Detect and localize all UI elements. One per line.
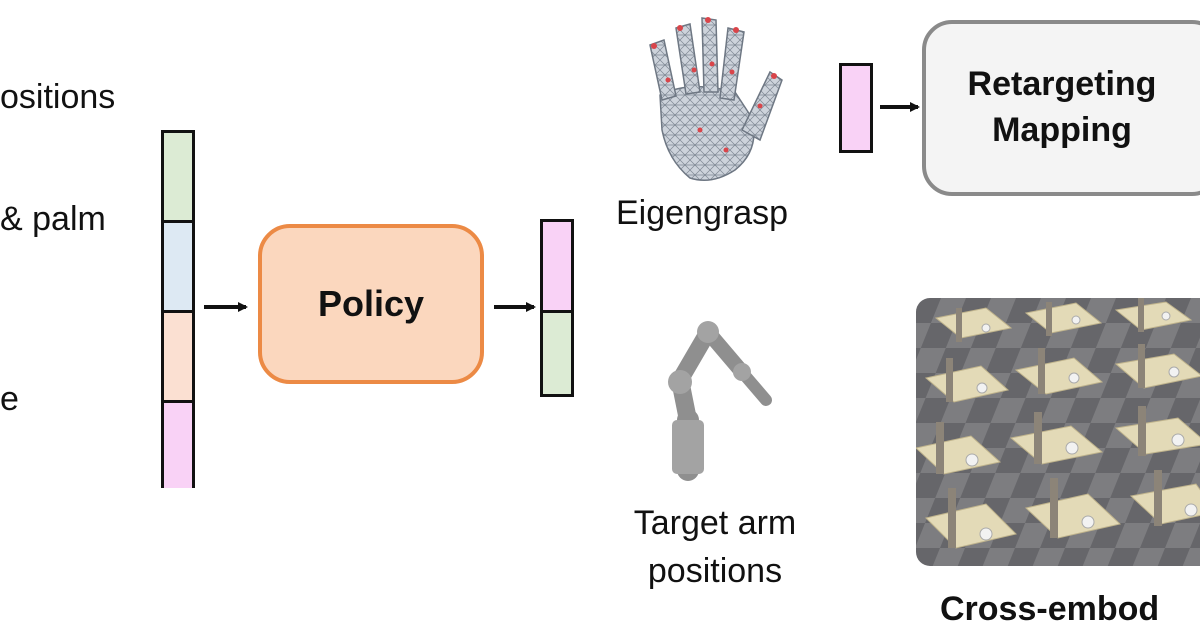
retargeting-label-line1: Retargeting bbox=[967, 65, 1157, 104]
bottom-caption: Cross-embod bbox=[940, 590, 1160, 628]
input-segment-green bbox=[164, 133, 192, 223]
retargeting-label-line2: Mapping bbox=[992, 111, 1132, 149]
output-segment-green bbox=[543, 310, 571, 394]
arm-label-line2: positions bbox=[647, 552, 783, 590]
input-segment-blue bbox=[164, 220, 192, 310]
simulation-grid-image bbox=[916, 298, 1200, 566]
input-label-4: n bbox=[0, 500, 1, 534]
output-segment-pink bbox=[543, 222, 571, 312]
eigengrasp-vector bbox=[839, 63, 873, 153]
input-label-positions: ositions bbox=[0, 78, 116, 116]
input-label-palm: & palm bbox=[0, 200, 106, 238]
policy-label: Policy bbox=[317, 283, 425, 324]
input-segment-peach bbox=[164, 310, 192, 400]
arm-label-line1: Target arm bbox=[633, 504, 797, 542]
input-vector bbox=[161, 130, 195, 488]
output-vector bbox=[540, 219, 574, 397]
input-segment-pink bbox=[164, 400, 192, 488]
eigengrasp-label: Eigengrasp bbox=[616, 194, 789, 232]
retargeting-box: Retargeting Mapping bbox=[922, 20, 1200, 196]
policy-box: Policy bbox=[258, 224, 484, 384]
input-label-3: e bbox=[0, 380, 19, 418]
